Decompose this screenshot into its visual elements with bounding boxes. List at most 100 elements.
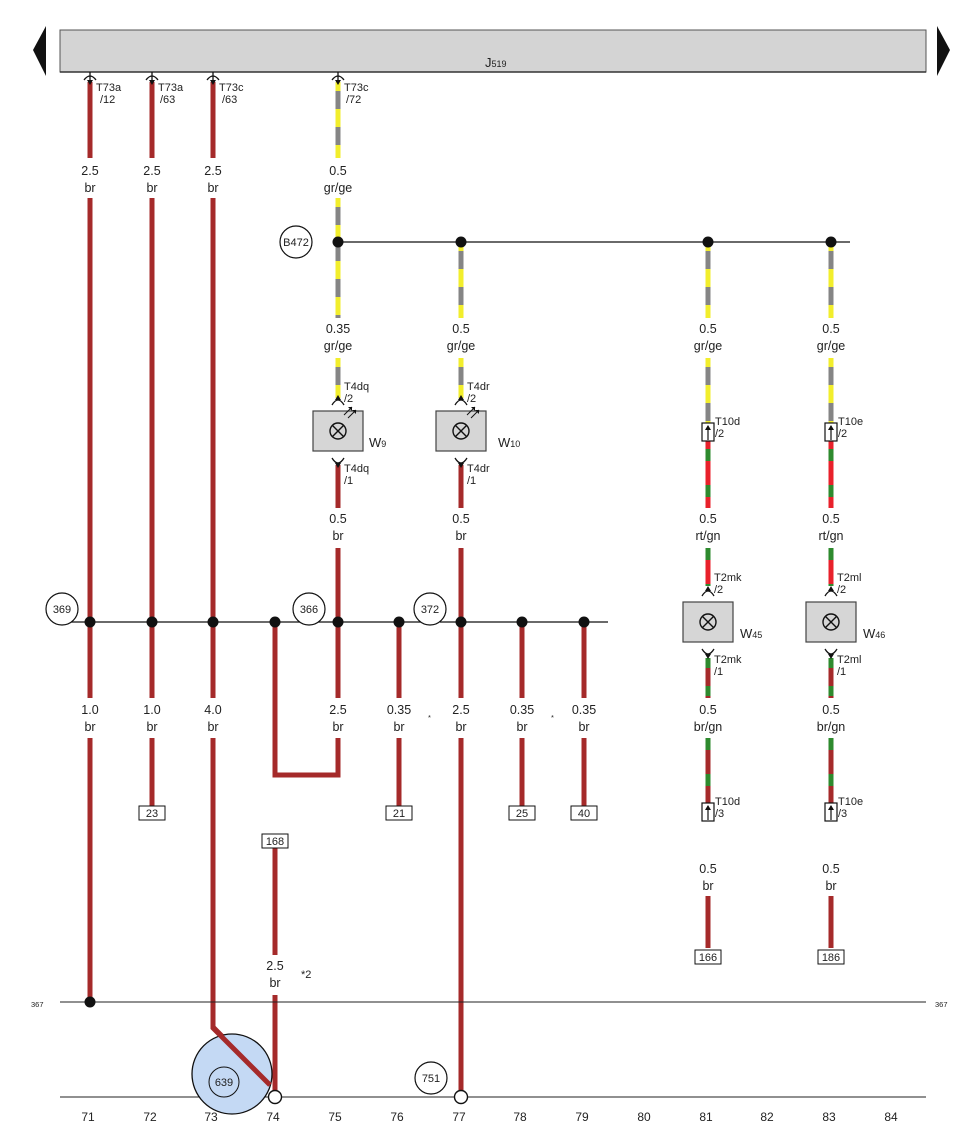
ground-terminal-74	[267, 1089, 283, 1105]
connector-t10d-3	[701, 802, 715, 822]
column-number: 77	[452, 1110, 466, 1124]
wire-74-loop	[272, 622, 341, 778]
footnote-star-1: *	[428, 713, 431, 722]
ground-terminal-77	[453, 1089, 469, 1105]
connector-label-t4dr-1: T4dr/1	[467, 463, 490, 487]
svg-text:751: 751	[422, 1073, 440, 1085]
column-number: 84	[884, 1110, 898, 1124]
ground-point-369[interactable]: 369	[45, 592, 79, 626]
control-unit-bar	[59, 29, 927, 73]
pin-label-t73a-63: T73a/63	[158, 82, 184, 106]
ref-box-23[interactable]: 23	[138, 805, 166, 821]
ground-point-372[interactable]: 372	[413, 592, 447, 626]
component-w46[interactable]	[805, 601, 857, 643]
column-number: 74	[266, 1110, 280, 1124]
svg-text:25: 25	[516, 808, 528, 820]
connector-label-t2mk-1: T2mk/1	[714, 654, 742, 678]
svg-text:639: 639	[215, 1077, 233, 1089]
ground-point-751[interactable]: 751	[414, 1061, 448, 1095]
ref-box-25[interactable]: 25	[508, 805, 536, 821]
footnote-star-2: *	[551, 713, 554, 722]
connector-label-t2ml-1: T2ml/1	[837, 654, 861, 678]
connector-label-t4dq-2: T4dq/2	[344, 381, 369, 405]
component-w9[interactable]	[312, 406, 364, 452]
pin-label-t73c-63: T73c/63	[219, 82, 244, 106]
column-number: 78	[513, 1110, 527, 1124]
ref-box-21[interactable]: 21	[385, 805, 413, 821]
column-numbers: 71 72 73 74 75 76 77 78 79 80 81 82 83 8…	[81, 1110, 898, 1124]
svg-text:166: 166	[699, 952, 717, 964]
ref-box-166[interactable]: 166	[694, 949, 722, 965]
column-number: 73	[204, 1110, 218, 1124]
svg-text:21: 21	[393, 808, 405, 820]
svg-text:372: 372	[421, 604, 439, 616]
ref-box-168[interactable]: 168	[261, 833, 289, 849]
ground-point-639[interactable]: 639	[191, 1026, 273, 1115]
ground-point-366[interactable]: 366	[292, 592, 326, 626]
column-number: 71	[81, 1110, 95, 1124]
pin-label-t73a-12: T73a/12	[96, 82, 122, 106]
previous-page-arrow[interactable]	[33, 26, 46, 76]
connector-label-t10d-3: T10d/3	[715, 796, 740, 820]
column-number: 79	[575, 1110, 589, 1124]
svg-text:40: 40	[578, 808, 590, 820]
splice-b472[interactable]: B472	[279, 225, 313, 259]
svg-text:366: 366	[300, 604, 318, 616]
pin-label-t73c-72: T73c/72	[344, 82, 369, 106]
column-number: 82	[760, 1110, 774, 1124]
column-number: 75	[328, 1110, 342, 1124]
control-unit-label: J519	[485, 55, 507, 70]
svg-text:186: 186	[822, 952, 840, 964]
column-number: 72	[143, 1110, 157, 1124]
connector-label-t4dq-1: T4dq/1	[344, 463, 369, 487]
column-number: 81	[699, 1110, 713, 1124]
connector-t10e-2	[824, 422, 838, 442]
ref-box-186[interactable]: 186	[817, 949, 845, 965]
component-label-w46: W46	[863, 626, 885, 641]
line-ref-left: 367	[31, 1000, 44, 1009]
svg-text:168: 168	[266, 836, 284, 848]
component-w10[interactable]	[435, 406, 487, 452]
top-pin-arrows	[87, 80, 341, 85]
connector-label-t10e-2: T10e/2	[838, 416, 863, 440]
next-page-arrow[interactable]	[937, 26, 950, 76]
connector-label-t2ml-2: T2ml/2	[837, 572, 861, 596]
footnote-star-3: *2	[301, 969, 311, 981]
column-number: 76	[390, 1110, 404, 1124]
svg-text:B472: B472	[283, 237, 309, 249]
column-number: 83	[822, 1110, 836, 1124]
wire-73-lower	[210, 622, 272, 1087]
ref-box-40[interactable]: 40	[570, 805, 598, 821]
connector-label-t10e-3: T10e/3	[838, 796, 863, 820]
connector-t10d-2	[701, 422, 715, 442]
connector-label-t4dr-2: T4dr/2	[467, 381, 490, 405]
component-w45[interactable]	[682, 601, 734, 643]
component-label-w10: W10	[498, 435, 520, 450]
junction-dots	[84, 236, 837, 1008]
connector-label-t10d-2: T10d/2	[715, 416, 740, 440]
component-label-w45: W45	[740, 626, 762, 641]
